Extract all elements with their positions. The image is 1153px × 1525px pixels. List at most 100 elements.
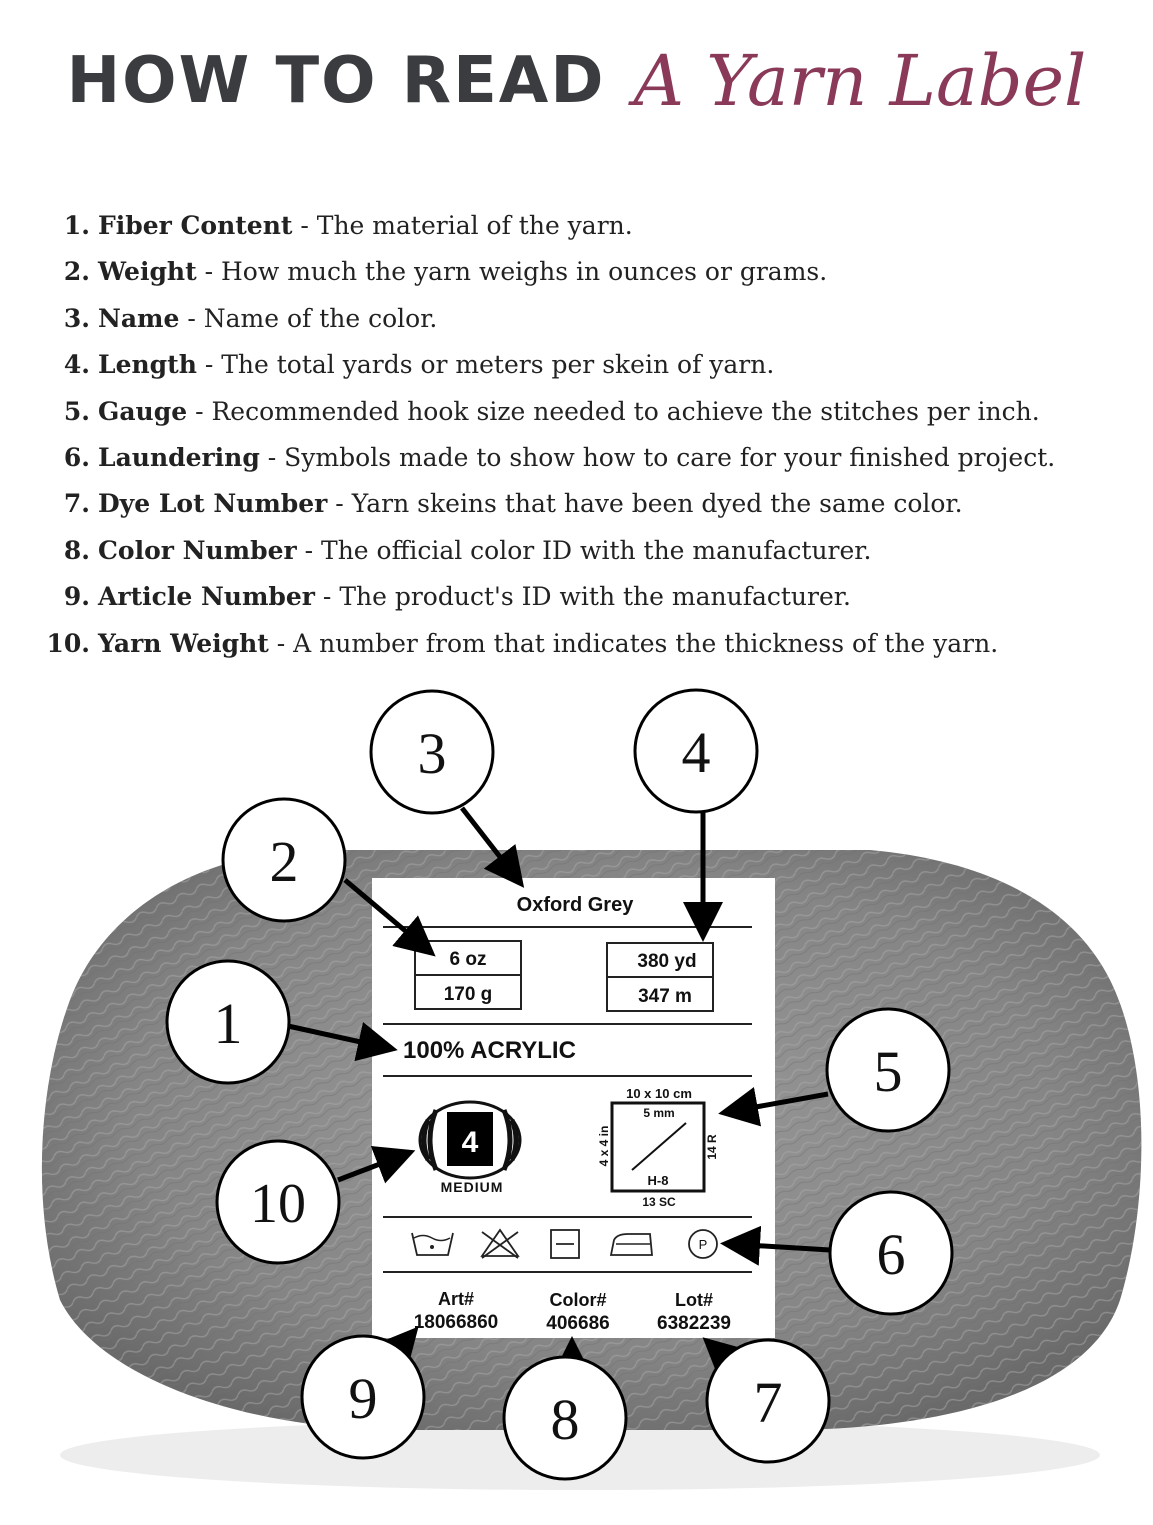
- arrow-2: [343, 878, 436, 957]
- callout-10: 10: [215, 1139, 341, 1265]
- item-desc: - Symbols made to show how to care for y…: [259, 442, 1056, 472]
- callout-number: 8: [551, 1387, 580, 1452]
- color-label: Color#: [549, 1290, 606, 1310]
- dry-clean-icon: P: [688, 1229, 718, 1259]
- gauge-hook-mm: 5 mm: [643, 1106, 674, 1120]
- lot-value: 6382239: [657, 1313, 731, 1334]
- callout-number: 5: [874, 1039, 903, 1104]
- yarn-weight-symbol: 4 MEDIUM: [418, 1100, 522, 1195]
- item-number: 4.: [63, 350, 90, 380]
- care-p: P: [699, 1237, 708, 1252]
- item-desc: - Recommended hook size needed to achiev…: [187, 396, 1040, 426]
- callout-number: 10: [250, 1173, 306, 1235]
- tumble-dry-icon: [550, 1229, 580, 1259]
- list-item: 3. Name - Name of the color.: [0, 300, 1153, 346]
- item-number: 6.: [63, 442, 90, 472]
- item-term: Article Number: [98, 582, 315, 612]
- page-title: HOW TO READ A Yarn Label: [0, 40, 1153, 140]
- label-band: [372, 878, 775, 1338]
- color-value: 406686: [546, 1313, 609, 1334]
- item-term: Color Number: [98, 535, 297, 565]
- callout-4: 4: [633, 688, 759, 814]
- yarn-weight-name: MEDIUM: [441, 1179, 504, 1195]
- iron-icon: [609, 1233, 653, 1256]
- length-yd: 380 yd: [637, 951, 696, 972]
- callout-3: 3: [369, 689, 495, 815]
- item-number: 8.: [63, 535, 90, 565]
- callout-7: 7: [705, 1338, 831, 1464]
- length-m: 347 m: [638, 986, 692, 1007]
- item-number: 9.: [63, 582, 90, 612]
- arrow-6: [720, 1225, 831, 1266]
- list-item: 7. Dye Lot Number - Yarn skeins that have…: [0, 485, 1153, 531]
- care-symbols: P: [411, 1228, 718, 1259]
- callout-5: 5: [825, 1007, 951, 1133]
- list-item: 9. Article Number - The product's ID with…: [0, 578, 1153, 624]
- gauge-hook: H-8: [648, 1173, 669, 1188]
- item-number: 10.: [46, 628, 91, 658]
- list-item: 4. Length - The total yards or meters per…: [0, 346, 1153, 392]
- yarn-weight-number: 4: [462, 1126, 479, 1159]
- callout-number: 3: [418, 721, 447, 786]
- list-item: 6. Laundering - Symbols made to show how …: [0, 439, 1153, 485]
- item-term: Dye Lot Number: [98, 489, 328, 519]
- arrow-10: [337, 1146, 416, 1184]
- item-desc: - Name of the color.: [179, 303, 438, 333]
- item-desc: - The product's ID with the manufacturer…: [314, 582, 851, 612]
- arrow-1: [287, 1022, 398, 1062]
- art-label: Art#: [438, 1289, 474, 1309]
- gauge-rows: 14 R: [705, 1134, 719, 1160]
- fiber-content: 100% ACRYLIC: [403, 1037, 576, 1064]
- yarn-label-diagram: Oxford Grey 6 oz 170 g 380 yd 347 m 100%…: [41, 688, 1142, 1490]
- gauge-side: 4 x 4 in: [597, 1126, 611, 1167]
- callout-9: 9: [300, 1334, 426, 1460]
- arrow-5: [718, 1087, 829, 1127]
- weight-g: 170 g: [444, 984, 493, 1005]
- callout-6: 6: [828, 1190, 954, 1316]
- callout-8: 8: [502, 1355, 628, 1481]
- list-item: 8. Color Number - The official color ID w…: [0, 532, 1153, 578]
- list-item: 5.Gauge - Recommended hook size needed t…: [0, 393, 1153, 439]
- callout-number: 2: [270, 829, 299, 894]
- callout-number: 7: [754, 1370, 783, 1435]
- item-term: Length: [98, 350, 197, 380]
- gauge-stitches: 13 SC: [642, 1195, 676, 1209]
- item-number: 2.: [63, 257, 90, 287]
- list-item: 2. Weight - How much the yarn weighs in o…: [0, 253, 1153, 299]
- item-term: Name: [98, 303, 180, 333]
- callout-circles: 1 2 3 4 5 6 7 8 9 10: [165, 688, 954, 1481]
- item-term: Weight: [98, 257, 197, 287]
- weight-number-box: [447, 1112, 493, 1166]
- item-term: Yarn Weight: [98, 628, 269, 658]
- arrow-3: [460, 806, 525, 888]
- gauge-size: 10 x 10 cm: [626, 1086, 692, 1101]
- item-term: Fiber Content: [98, 211, 293, 240]
- item-term: Laundering: [98, 442, 260, 472]
- lot-label: Lot#: [675, 1290, 713, 1310]
- item-desc: - The official color ID with the manufac…: [296, 535, 872, 565]
- item-desc: - Yarn skeins that have been dyed the sa…: [327, 489, 963, 519]
- item-number: 7.: [63, 489, 90, 519]
- item-desc: - The total yards or meters per skein of…: [196, 350, 775, 380]
- item-number: 5.: [63, 396, 90, 426]
- title-script: A Yarn Label: [633, 40, 1087, 122]
- gauge-box: [610, 1101, 706, 1193]
- callout-number: 6: [877, 1222, 906, 1287]
- item-desc: - How much the yarn weighs in ounces or …: [196, 257, 828, 287]
- list-item: 1.Fiber Content - The material of the ya…: [0, 207, 1153, 253]
- list-item: 10.Yarn Weight - A number from that indi…: [0, 625, 1153, 671]
- callout-1: 1: [165, 959, 291, 1085]
- item-number: 1.: [63, 211, 90, 240]
- gauge-symbol: 10 x 10 cm 5 mm H-8 13 SC 4 x 4 in 14 R: [597, 1086, 719, 1209]
- title-main: HOW TO READ: [66, 44, 606, 118]
- no-bleach-icon: [480, 1228, 520, 1259]
- weight-oz: 6 oz: [450, 949, 487, 970]
- skein-stripes-icon: [421, 1109, 519, 1171]
- callout-number: 9: [349, 1366, 378, 1431]
- item-desc: - A number from that indicates the thick…: [268, 628, 999, 658]
- callout-number: 4: [682, 720, 711, 785]
- callout-number: 1: [214, 991, 243, 1056]
- wash-icon: [411, 1232, 454, 1256]
- callout-2: 2: [221, 797, 347, 923]
- item-number: 3.: [63, 303, 90, 333]
